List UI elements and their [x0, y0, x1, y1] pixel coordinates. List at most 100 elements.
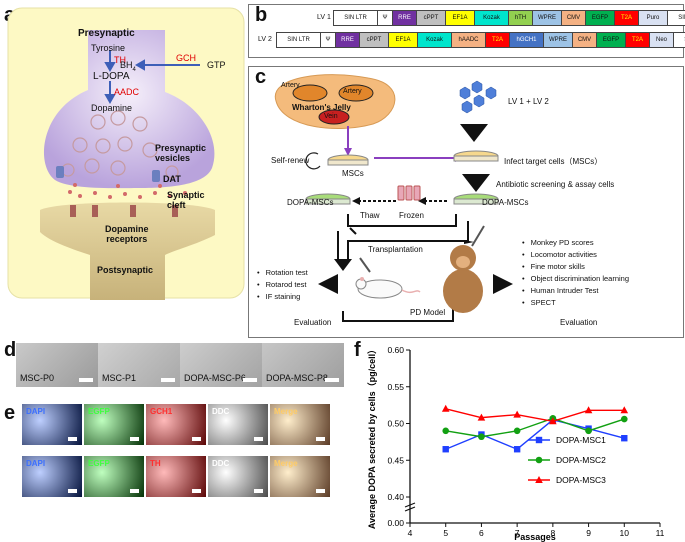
pd-model-label: PD Model — [410, 308, 446, 317]
fluorescence-image: GCH1 — [146, 404, 206, 445]
lv1-construct-segment: EGFP — [585, 10, 615, 26]
axis-break-2 — [404, 506, 416, 512]
gtp-label: GTP — [207, 60, 226, 70]
lv2-construct-segment: cPPT — [359, 32, 389, 48]
data-point — [620, 415, 628, 423]
bh4-label: BH4 — [120, 60, 136, 73]
test-item: •Human Intruder Test — [522, 286, 599, 295]
test-item: •Monkey PD scores — [522, 238, 594, 247]
lv1-construct-segment: RRE — [392, 10, 417, 26]
x-tick-label: 11 — [656, 528, 665, 538]
data-point — [442, 446, 449, 453]
panel-label-d: d — [4, 339, 17, 361]
axis-break-1 — [404, 502, 416, 508]
artery-2 — [338, 84, 374, 102]
x-tick-label: 7 — [515, 528, 520, 538]
vein-label: Vein — [324, 113, 338, 120]
dopamine-molecules — [68, 183, 187, 199]
legend-label: DOPA-MSC1 — [556, 435, 606, 445]
lv1-construct-segment: T2A — [614, 10, 639, 26]
frozen-vials — [397, 185, 421, 201]
lv1-construct-segment: SIN LTR — [333, 10, 378, 26]
lv2-construct-segment: SIN LTR — [276, 32, 321, 48]
thaw-label: Thaw — [360, 211, 380, 220]
lv2-label: LV 2 — [258, 36, 272, 43]
fluorescence-image: DDC — [208, 456, 268, 497]
fluorescence-image: DDC — [208, 404, 268, 445]
gch-enzyme-label: GCH — [176, 53, 196, 63]
fluorescence-image: EGFP — [84, 404, 144, 445]
lv2-construct-segment: T2A — [485, 32, 510, 48]
data-point — [477, 413, 486, 421]
presynaptic-label: Presynaptic — [78, 28, 135, 39]
fluorescence-image: DAPI — [22, 456, 82, 497]
data-point — [513, 427, 521, 435]
synapse-diagram — [7, 7, 245, 300]
workflow-box — [248, 66, 684, 338]
fluorescence-image: TH — [146, 456, 206, 497]
test-item: •Rotarod test — [257, 280, 307, 289]
artery-label-2: Artery — [343, 88, 362, 95]
infect-label: Infect target cells（MSCs） — [504, 157, 603, 166]
whartons-jelly-label: Wharton's Jelly — [292, 103, 351, 112]
panel-label-f: f — [354, 339, 361, 361]
series-line — [445, 419, 625, 451]
panel-label-e: e — [4, 402, 16, 424]
data-point — [441, 404, 450, 412]
data-point — [478, 433, 485, 441]
y-axis-label: Average DOPA secreted by cells（pg/cell） — [367, 345, 377, 529]
fluorescence-image: EGFP — [84, 456, 144, 497]
series-line — [445, 417, 625, 438]
lv2-construct-segment: hGCH1 — [509, 32, 544, 48]
tyrosine-label: Tyrosine — [91, 43, 126, 53]
workflow-diagram — [274, 74, 513, 322]
syringe-monkey — [471, 225, 485, 247]
legend-label: DOPA-MSC2 — [556, 455, 606, 465]
x-tick-label: 4 — [408, 528, 413, 538]
y-tick-label: 0.60 — [387, 345, 404, 355]
triangle-arrow-down — [460, 124, 488, 142]
micrograph-msc-p1: MSC-P1 — [98, 343, 180, 387]
th-enzyme-label: TH — [114, 55, 126, 65]
mscs-label: MSCs — [342, 169, 364, 178]
lv2-construct-segment: T2A — [625, 32, 650, 48]
y-tick-label: 0.00 — [387, 518, 404, 528]
dopa-mscs-left-label: DOPA-MSCs — [287, 198, 334, 207]
panel-label-c: c — [255, 66, 267, 88]
y-tick-label: 0.50 — [387, 419, 404, 429]
lv1-construct-segment: Kozak — [474, 10, 509, 26]
rat — [357, 279, 403, 299]
aadc-enzyme-label: AADC — [114, 87, 140, 97]
vector-constructs-box — [248, 4, 684, 58]
data-point — [513, 410, 521, 418]
antibiotic-label: Antibiotic screening & assay cells — [496, 180, 615, 189]
lv-mix-label: LV 1 + LV 2 — [508, 97, 549, 106]
data-point — [585, 427, 592, 435]
lv2-construct-segment: WPRE — [543, 32, 573, 48]
dopa-mscs-right-label: DOPA-MSCs — [482, 198, 529, 207]
test-item: •Object discrimination learning — [522, 274, 630, 283]
test-item: •SPECT — [522, 298, 556, 307]
lv1-label: LV 1 — [317, 14, 331, 21]
data-point — [620, 406, 629, 414]
lv1-construct-segment: EF1A — [445, 10, 475, 26]
legend-label: DOPA-MSC3 — [556, 475, 606, 485]
monkey — [443, 269, 483, 313]
syringe-rat — [359, 257, 371, 273]
data-point — [535, 476, 543, 483]
lv2-construct-segment: SIN LTR — [673, 32, 685, 48]
lv2-construct-segment: EF1A — [388, 32, 418, 48]
micrograph-dopa-msc-p8: DOPA-MSC-P8 — [262, 343, 344, 387]
lv2-construct-segment: Ψ — [320, 32, 336, 48]
y-tick-label: 0.45 — [387, 455, 404, 465]
micrograph-dopa-msc-p6: DOPA-MSC-P6 — [180, 343, 262, 387]
y-tick-label: 0.40 — [387, 492, 404, 502]
pathway-arrows — [104, 50, 200, 105]
transplantation-label: Transplantation — [368, 245, 423, 254]
rodent-tests-list: •Rotation test•Rotarod test•IF staining — [257, 267, 308, 303]
